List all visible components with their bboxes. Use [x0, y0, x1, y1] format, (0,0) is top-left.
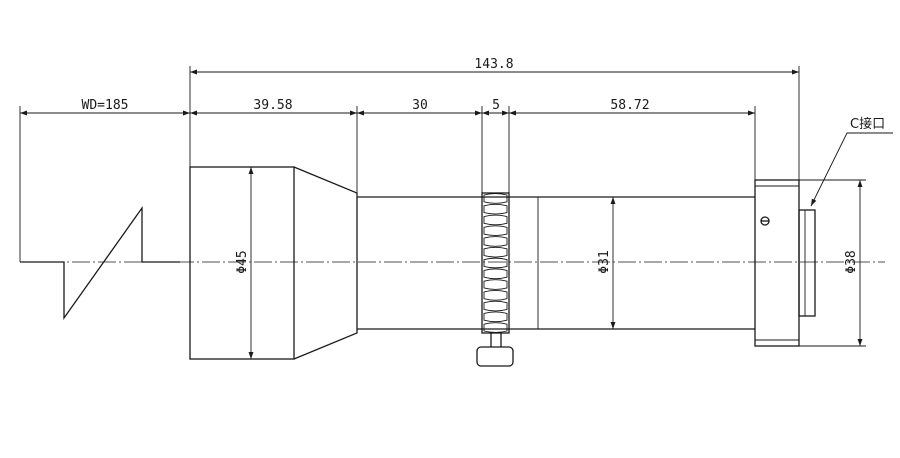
- knurl-segment: [483, 311, 508, 323]
- lock-screw-head: [476, 346, 514, 367]
- knurl-segment: [483, 203, 508, 215]
- knurl-segment: [483, 225, 508, 237]
- mount-body-outline: [754, 179, 800, 347]
- knurl-segment: [483, 214, 508, 226]
- c-mount-leader-line: [810, 132, 893, 207]
- dimension-working-distance: WD=185: [82, 98, 129, 113]
- working-distance-break-symbol: [20, 205, 180, 321]
- c-mount-thread: [798, 209, 816, 317]
- knurl-segment: [483, 279, 508, 290]
- dimension-ring-width: 5: [492, 98, 500, 113]
- dimension-front-diameter: Φ45: [235, 250, 250, 273]
- taper-section-outline: [293, 166, 358, 360]
- dimension-taper-section: 30: [412, 98, 428, 113]
- dimension-overall-length: 143.8: [474, 57, 513, 72]
- knurl-segment: [483, 300, 508, 312]
- knurl-segment: [483, 246, 508, 258]
- knurl-segment: [483, 193, 508, 204]
- knurl-segment: [483, 236, 508, 247]
- dimension-mount-diameter: Φ38: [844, 250, 859, 273]
- front-tube-outline: [189, 166, 295, 360]
- knurl-segment: [483, 289, 508, 301]
- knurl-segment: [483, 322, 508, 333]
- knurl-segment: [483, 257, 508, 269]
- c-mount-label: C接口: [850, 116, 885, 132]
- dimension-rear-section: 58.72: [610, 98, 649, 113]
- focus-ring-outline: [481, 192, 510, 334]
- knurl-segment: [483, 268, 508, 280]
- focus-ring-knurling: [483, 193, 508, 333]
- dimension-front-section: 39.58: [253, 98, 292, 113]
- dimension-barrel-diameter: Φ31: [597, 250, 612, 273]
